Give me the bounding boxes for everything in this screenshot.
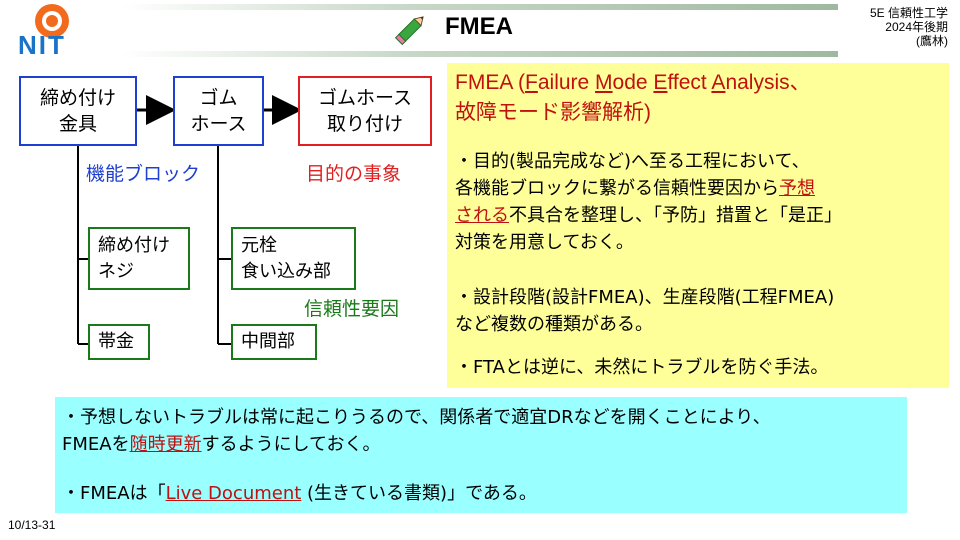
text-line: ・設計段階(設計FMEA)、生産段階(工程FMEA) [455, 287, 835, 308]
update-note-panel [55, 397, 907, 513]
label-function-block: 機能ブロック [86, 163, 201, 185]
heading-text: ffect [667, 71, 712, 94]
factor-line: 元栓 [241, 234, 277, 256]
factor-band: 帯金 [88, 324, 150, 360]
text-span: FMEAを [62, 434, 130, 455]
box-line: ゴムホース [317, 87, 413, 109]
factor-line: 中間部 [241, 331, 295, 352]
fmea-purpose-paragraph: ・目的(製品完成など)へ至る工程において、 各機能ブロックに繋がる信頼性要因から… [455, 148, 842, 256]
text-line: 各機能ブロックに繋がる信頼性要因から予想 [455, 175, 842, 202]
text-line: ・目的(製品完成など)へ至る工程において、 [455, 151, 810, 172]
course-info: 5E 信頼性工学 2024年後期 (鷹林) [870, 6, 948, 48]
pencil-icon [394, 16, 424, 46]
fmea-types-paragraph: ・設計段階(設計FMEA)、生産段階(工程FMEA) など複数の種類がある。 [455, 284, 834, 338]
text-line: 対策を用意しておく。 [455, 232, 634, 253]
text-line: される不具合を整理し、「予防」措置と「是正」 [455, 202, 842, 229]
text-span: (生きている書類)」である。 [301, 483, 537, 504]
logo-text: NIT [18, 30, 66, 60]
text-line: ・FTAとは逆に、未然にトラブルを防ぐ手法。 [455, 357, 829, 378]
underlined-text: 予想 [779, 178, 815, 199]
page-title: FMEA [445, 13, 513, 40]
heading-letter: E [653, 71, 668, 94]
box-line: 取り付け [326, 113, 403, 135]
heading-text: nalysis、 [725, 71, 811, 94]
factor-line: 締め付け [98, 234, 170, 256]
text-span: 不具合を整理し、「予防」措置と「是正」 [509, 205, 842, 226]
slide-number: 10/13-31 [8, 518, 56, 532]
text-line: ・予想しないトラブルは常に起こりうるので、関係者で適宜DRなどを開くことにより、 [62, 407, 771, 428]
factor-main-valve: 元栓 食い込み部 [231, 227, 356, 290]
label-purpose-event: 目的の事象 [306, 163, 402, 185]
diagram-connectors [77, 95, 302, 345]
box-line: ホース [190, 113, 247, 135]
factor-line: 食い込み部 [241, 260, 331, 282]
text-span: 各機能ブロックに繋がる信頼性要因から [455, 178, 779, 199]
underlined-text: 随時更新 [129, 434, 202, 455]
underlined-text: Live Document [165, 483, 302, 504]
box-line: ゴム [199, 87, 238, 109]
course-line: 2024年後期 [885, 20, 948, 34]
heading-letter: F [525, 71, 538, 94]
update-note-paragraph: ・予想しないトラブルは常に起こりうるので、関係者で適宜DRなどを開くことにより、… [62, 404, 771, 458]
heading-line-1: FMEA (Failure Mode Effect Analysis、 [455, 68, 811, 98]
factor-line: 帯金 [98, 331, 134, 352]
box-line: 締め付け [39, 87, 116, 109]
heading-line-2: 故障モード影響解析) [455, 101, 651, 124]
heading-letter: A [711, 71, 726, 94]
heading-text: ode [612, 71, 654, 94]
course-line: 5E 信頼性工学 [869, 6, 948, 20]
box-rubber-hose: ゴム ホース [173, 76, 264, 146]
factor-middle-part: 中間部 [231, 324, 317, 360]
factor-fastening-screw: 締め付け ネジ [88, 227, 190, 290]
heading-text: FMEA ( [455, 71, 526, 94]
text-span: ・FMEAは「 [62, 483, 166, 504]
header-stripe-bottom [120, 51, 838, 57]
text-span: するようにしておく。 [201, 434, 381, 455]
fmea-fta-paragraph: ・FTAとは逆に、未然にトラブルを防ぐ手法。 [455, 354, 828, 381]
box-line: 金具 [58, 113, 97, 135]
fmea-heading: FMEA (Failure Mode Effect Analysis、 故障モー… [455, 68, 811, 128]
box-hose-installation: ゴムホース 取り付け [298, 76, 432, 146]
heading-text: ailure [537, 71, 596, 94]
box-fastening-bracket: 締め付け 金具 [19, 76, 137, 146]
label-reliability-factor: 信頼性要因 [304, 298, 400, 320]
text-line: など複数の種類がある。 [455, 314, 653, 335]
live-document-paragraph: ・FMEAは「Live Document (生きている書類)」である。 [62, 480, 537, 507]
underlined-text: される [455, 205, 509, 226]
header-stripe-top [120, 4, 838, 10]
fmea-description-panel [447, 63, 949, 388]
heading-letter: M [595, 71, 613, 94]
nit-logo [35, 4, 69, 38]
course-line: (鷹林) [916, 34, 948, 48]
factor-line: ネジ [98, 260, 134, 282]
text-line: FMEAを随時更新するようにしておく。 [62, 431, 771, 458]
